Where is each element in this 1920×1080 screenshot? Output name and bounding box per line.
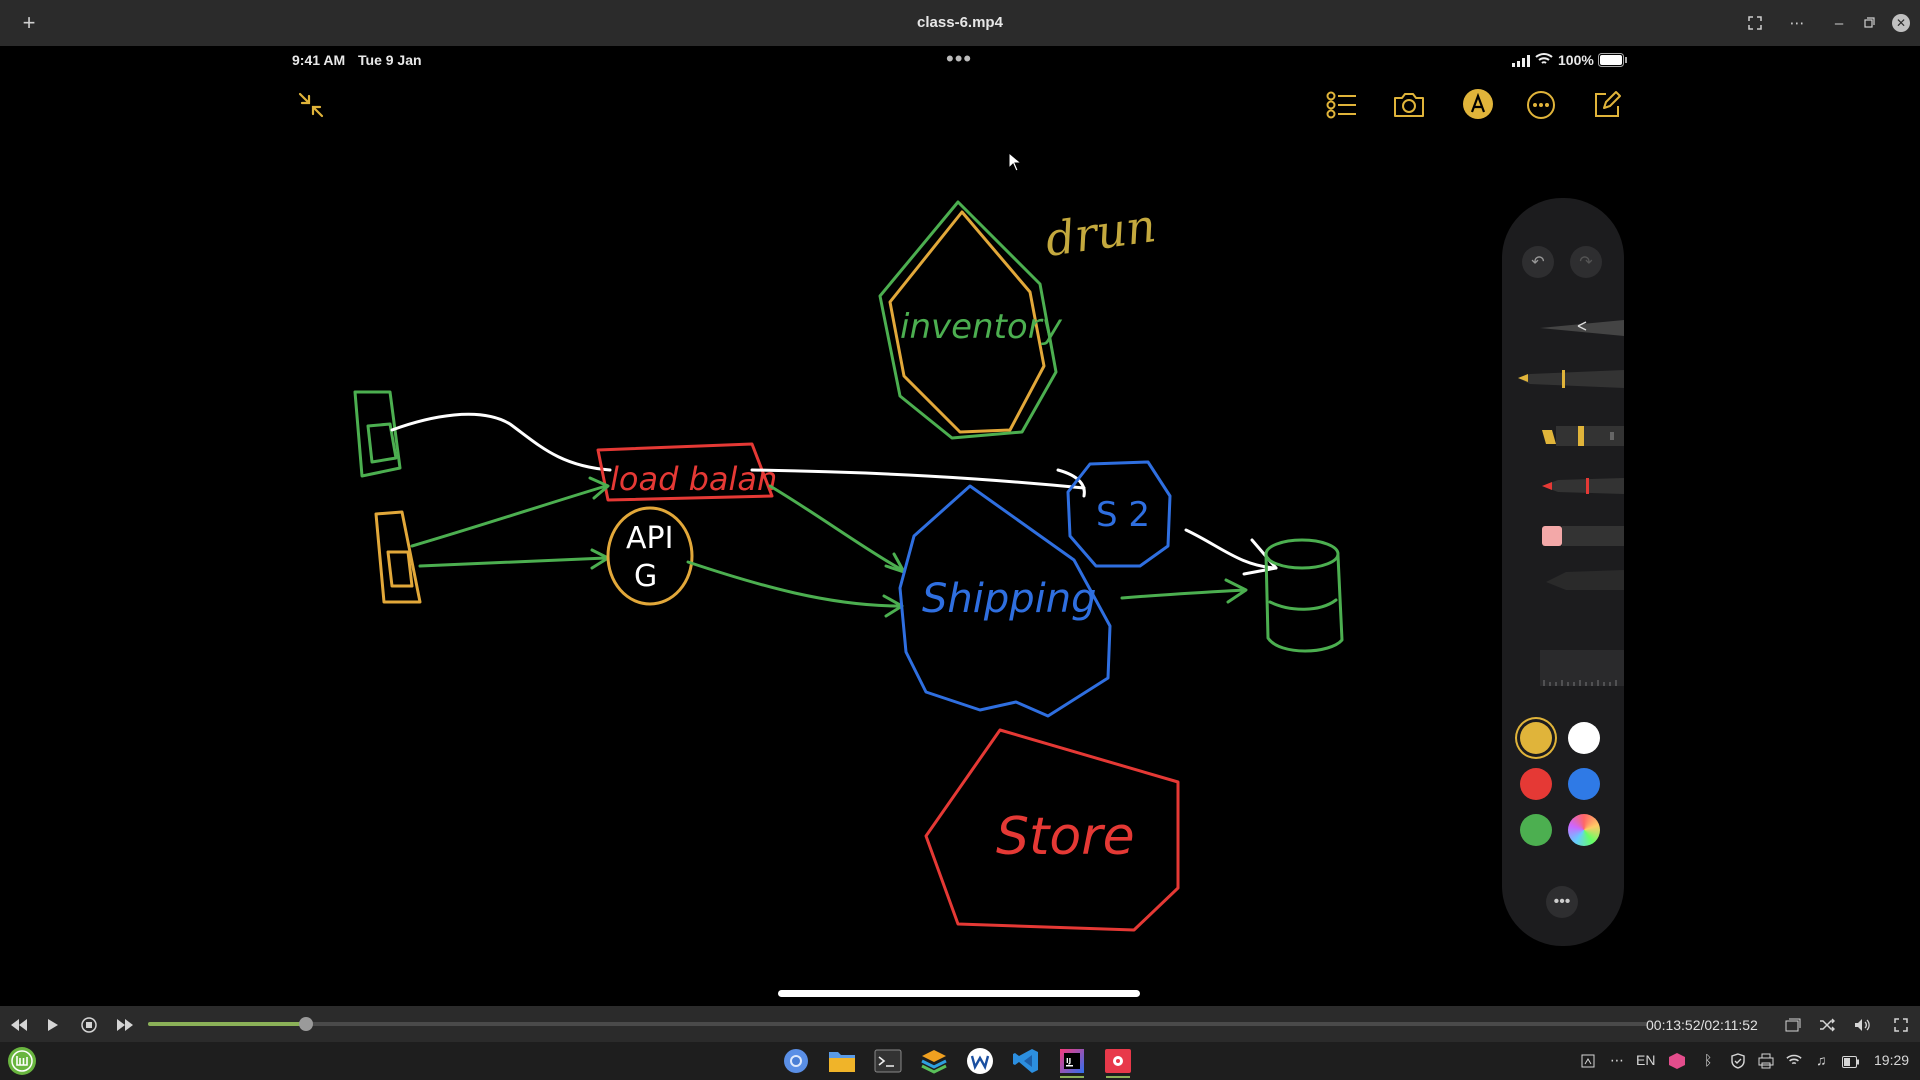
time-display: 00:13:52/02:11:52 [1646, 1017, 1758, 1033]
seek-progress [148, 1022, 307, 1026]
battery-icon [1598, 53, 1628, 72]
s3-outline [1066, 460, 1172, 568]
ipad-date: Tue 9 Jan [358, 52, 422, 68]
swatch-white[interactable] [1568, 722, 1600, 754]
seek-handle[interactable] [299, 1017, 314, 1031]
store-outline [924, 728, 1180, 932]
api-gateway-circle [606, 506, 694, 606]
window-titlebar: + class-6.mp4 ⋯ – ✕ [0, 0, 1920, 46]
ipad-home-indicator [778, 990, 1140, 997]
rewind-icon[interactable] [8, 1014, 30, 1036]
video-player-icon[interactable] [1102, 1046, 1134, 1078]
intellij-icon[interactable]: IJ [1056, 1046, 1088, 1078]
keyboard-language[interactable]: EN [1636, 1052, 1656, 1068]
cellular-icon [1512, 54, 1532, 72]
api-gateway-label-1: API [626, 521, 673, 556]
database-body [1264, 552, 1344, 653]
battery-percent: 100% [1558, 52, 1594, 68]
bluetooth-icon[interactable]: ᛒ [1704, 1052, 1713, 1068]
layers-app-icon[interactable] [918, 1046, 950, 1076]
battery-tray-icon[interactable] [1842, 1055, 1860, 1073]
stop-icon[interactable] [78, 1014, 100, 1036]
compose-icon[interactable] [1592, 90, 1622, 125]
shield-icon[interactable] [1730, 1053, 1746, 1074]
maximize-icon[interactable] [1856, 10, 1882, 36]
undo-icon[interactable]: ↶ [1522, 246, 1554, 278]
chromium-icon[interactable] [780, 1046, 812, 1076]
tray-bookmark-icon[interactable] [1580, 1053, 1596, 1074]
camera-icon[interactable] [1392, 90, 1426, 125]
swatch-color-picker[interactable] [1568, 814, 1600, 846]
inventory-outline-orange [888, 210, 1046, 434]
browser-w-icon[interactable] [964, 1046, 996, 1076]
fast-forward-icon[interactable] [114, 1014, 136, 1036]
tray-app-icon[interactable] [1668, 1052, 1686, 1075]
shuffle-icon[interactable] [1816, 1014, 1838, 1036]
shipping-outline [898, 484, 1112, 718]
redo-icon[interactable]: ↷ [1570, 246, 1602, 278]
eraser-tool-icon [1542, 526, 1624, 546]
pen-tool-icon [1540, 320, 1624, 336]
lasso-tool-icon [1546, 570, 1624, 590]
clock[interactable]: 19:29 [1874, 1052, 1910, 1068]
drun-label: drun [1042, 198, 1159, 267]
drawing-tools[interactable] [1516, 308, 1624, 598]
swatch-blue[interactable] [1568, 768, 1600, 800]
ruler-tool-icon[interactable] [1540, 648, 1624, 688]
store-label: Store [996, 807, 1135, 867]
player-controls: 00:13:52/02:11:52 [0, 1006, 1920, 1042]
printer-icon[interactable] [1758, 1053, 1774, 1074]
taskbar: IJ ⋯ EN ᛒ ♫ 19:29 [0, 1042, 1920, 1080]
whiteboard-drawing: inventory drun load balan API G Ship [353, 198, 1344, 932]
swatch-yellow[interactable] [1520, 722, 1552, 754]
client-device-orange [374, 510, 422, 604]
pencil-tool-icon [1542, 478, 1624, 494]
fullscreen-icon[interactable] [1742, 10, 1768, 36]
palette-more-icon[interactable]: ••• [1546, 886, 1578, 918]
close-icon[interactable]: ✕ [1892, 14, 1910, 32]
checklist-icon[interactable] [1326, 90, 1358, 125]
more-icon[interactable]: ⋯ [1789, 15, 1805, 32]
more-circle-icon[interactable] [1526, 90, 1556, 125]
volume-icon[interactable] [1852, 1014, 1874, 1036]
ipad-multitask-dots[interactable]: ••• [946, 46, 973, 71]
marker-tool-icon [1542, 426, 1624, 446]
mint-menu-icon[interactable] [6, 1046, 38, 1076]
video-frame[interactable]: 9:41 AM Tue 9 Jan ••• 100% inventory dr [0, 46, 1920, 1006]
playlist-icon[interactable] [1782, 1014, 1804, 1036]
database-top [1264, 538, 1340, 570]
s3-label: S 2 [1096, 495, 1150, 535]
collapse-icon[interactable] [296, 90, 326, 125]
svg-text:IJ: IJ [1066, 1057, 1071, 1065]
api-gateway-label-2: G [634, 559, 657, 594]
music-icon[interactable]: ♫ [1816, 1052, 1827, 1068]
inventory-outline-green [878, 200, 1058, 440]
load-balancer-label: load balan [610, 460, 777, 498]
player-fullscreen-icon[interactable] [1890, 1014, 1912, 1036]
client-to-lb-edge [390, 412, 612, 472]
window-title: class-6.mp4 [917, 14, 1003, 31]
monoline-tool-icon [1518, 370, 1624, 388]
tray-more-icon[interactable]: ⋯ [1610, 1052, 1624, 1068]
ipad-time: 9:41 AM [292, 52, 346, 68]
wifi-icon [1535, 52, 1553, 71]
seek-bar[interactable] [148, 1017, 1648, 1031]
play-icon[interactable] [42, 1014, 64, 1036]
new-tab-button[interactable]: + [22, 10, 36, 35]
network-wifi-icon[interactable] [1786, 1053, 1802, 1072]
files-icon[interactable] [826, 1046, 858, 1076]
swatch-red[interactable] [1520, 768, 1552, 800]
mouse-cursor [1008, 151, 1023, 177]
swatch-green[interactable] [1520, 814, 1552, 846]
terminal-icon[interactable] [872, 1046, 904, 1076]
shipping-label: Shipping [922, 576, 1097, 622]
client-device-green [353, 390, 402, 478]
minimize-icon[interactable]: – [1834, 14, 1844, 32]
markup-pen-icon[interactable] [1462, 88, 1494, 125]
inventory-label: inventory [900, 307, 1063, 347]
vscode-icon[interactable] [1010, 1046, 1042, 1076]
pencil-palette: ↶ ↷ ••• [1502, 198, 1624, 946]
